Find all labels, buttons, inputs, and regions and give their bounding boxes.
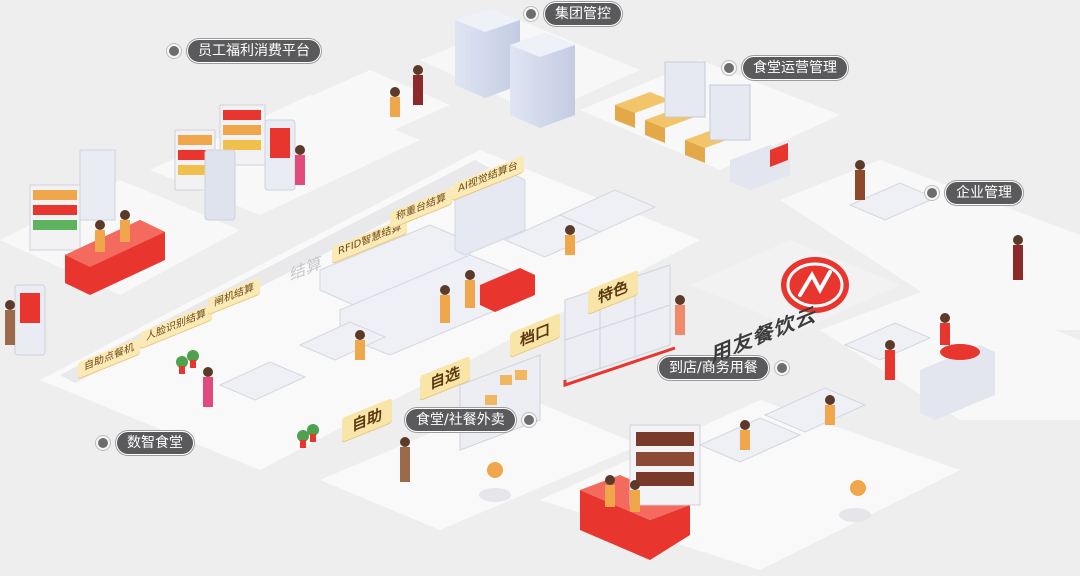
label-canteen-operation[interactable]: 食堂运营管理 (722, 56, 848, 80)
label-dot (96, 436, 110, 450)
label-smart-canteen[interactable]: 数智食堂 (96, 431, 194, 455)
label-dot (524, 7, 538, 21)
label-text: 企业管理 (945, 181, 1023, 205)
label-dot (722, 61, 736, 75)
label-text: 食堂/社餐外卖 (405, 408, 516, 432)
label-enterprise-management[interactable]: 企业管理 (925, 181, 1023, 205)
label-employee-welfare[interactable]: 员工福利消费平台 (167, 39, 321, 63)
platform-takeout (320, 395, 640, 530)
label-text: 员工福利消费平台 (187, 39, 321, 63)
potted-plants (176, 350, 319, 448)
label-text: 集团管控 (544, 2, 622, 26)
people (5, 65, 1023, 512)
label-text: 到店/商务用餐 (658, 356, 769, 380)
product-shelves (29, 104, 266, 251)
label-dot (774, 361, 789, 375)
delivery-truck (730, 143, 790, 190)
label-dot (521, 413, 536, 427)
label-canteen-takeout[interactable]: 食堂/社餐外卖 (405, 408, 536, 432)
red-counter-left (65, 220, 165, 295)
label-store-business-dining[interactable]: 到店/商务用餐 (658, 356, 789, 380)
warehouse-boxes (615, 61, 751, 163)
label-group-control[interactable]: 集团管控 (524, 2, 622, 26)
label-text: 数智食堂 (116, 431, 194, 455)
food-truck (920, 344, 995, 420)
label-text: 食堂运营管理 (742, 56, 848, 80)
brand-logo (781, 257, 849, 313)
office-buildings (455, 8, 575, 128)
delivery-scooters (479, 462, 871, 522)
label-dot (925, 186, 939, 200)
label-dot (167, 44, 181, 58)
